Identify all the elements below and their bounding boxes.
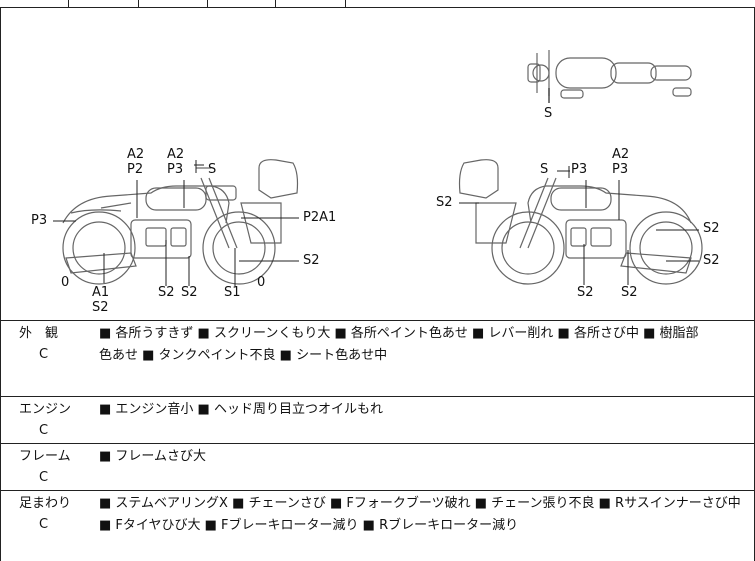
row-title: 外 観 (19, 326, 59, 341)
label-s1: S1 (224, 285, 241, 300)
label-top-s: S (544, 106, 553, 121)
row-exterior: 外 観 C ■ 各所うすきず ■ スクリーンくもり大 ■ 各所ペイント色あせ ■… (0, 321, 755, 397)
damage-diagram: S A2 P2 A2 P3 S P3 P2A1 S2 0 A1 S2 S2 S2… (0, 8, 755, 321)
row-suspension: 足まわり C ■ ステムベアリングX ■ チェーンさび ■ Fフォークブーツ破れ… (0, 491, 755, 561)
motorcycle-left-side (62, 159, 299, 285)
label-p2a1: P2A1 (303, 210, 337, 225)
label-p3: P3 (167, 162, 184, 177)
row-items: ■ エンジン音小 ■ ヘッド周り目立つオイルもれ (99, 399, 744, 421)
label-a2: A2 (127, 147, 145, 162)
label-a1: A1 (92, 285, 110, 300)
row-grade: C (39, 347, 49, 362)
label-p3: P3 (571, 162, 588, 177)
row-title: フレーム (19, 449, 71, 464)
row-grade: C (39, 517, 49, 532)
row-item-line: 色あせ ■ タンクペイント不良 ■ シート色あせ中 (99, 348, 388, 363)
label-zero: 0 (61, 275, 70, 290)
row-item-line: ■ エンジン音小 ■ ヘッド周り目立つオイルもれ (99, 402, 383, 417)
label-s2: S2 (158, 285, 175, 300)
label-s: S (540, 162, 549, 177)
row-head: 外 観 C (1, 321, 91, 396)
row-item-line: ■ ステムベアリングX ■ チェーンさび ■ Fフォークブーツ破れ ■ チェーン… (99, 496, 741, 511)
row-title: エンジン (19, 402, 72, 417)
label-s2: S2 (621, 285, 638, 300)
label-p3: P3 (31, 213, 48, 228)
motorcycle-drawing (53, 50, 703, 286)
row-items: ■ 各所うすきず ■ スクリーンくもり大 ■ 各所ペイント色あせ ■ レバー削れ… (99, 323, 744, 367)
label-p2: P2 (127, 162, 144, 177)
label-s2: S2 (303, 253, 320, 268)
label-p3: P3 (612, 162, 629, 177)
strip-cell (68, 0, 139, 8)
row-frame: フレーム C ■ フレームさび大 (0, 444, 755, 491)
label-s2: S2 (92, 300, 109, 315)
row-grade: C (39, 470, 49, 485)
label-zero: 0 (257, 275, 266, 290)
row-engine: エンジン C ■ エンジン音小 ■ ヘッド周り目立つオイルもれ (0, 397, 755, 444)
row-item-line: ■ 各所うすきず ■ スクリーンくもり大 ■ 各所ペイント色あせ ■ レバー削れ… (99, 326, 699, 341)
row-title: 足まわり (19, 496, 72, 511)
row-items: ■ ステムベアリングX ■ チェーンさび ■ Fフォークブーツ破れ ■ チェーン… (99, 493, 744, 537)
top-table-strip (0, 0, 755, 8)
row-head: 足まわり C (1, 491, 91, 561)
label-s2: S2 (577, 285, 594, 300)
row-grade: C (39, 423, 49, 438)
row-head: エンジン C (1, 397, 91, 443)
label-s2: S2 (703, 253, 720, 268)
label-s2: S2 (436, 195, 453, 210)
motorcycle-right-side (458, 159, 703, 285)
row-items: ■ フレームさび大 (99, 446, 744, 468)
strip-cell (275, 0, 346, 8)
row-item-line: ■ Fタイヤひび大 ■ Fブレーキローター減り ■ Rブレーキローター減り (99, 518, 519, 533)
strip-cell (138, 0, 208, 8)
label-s2: S2 (703, 221, 720, 236)
row-item-line: ■ フレームさび大 (99, 449, 207, 464)
strip-cell (0, 0, 69, 8)
motorcycle-top-view (527, 50, 692, 103)
label-a2: A2 (612, 147, 630, 162)
label-s: S (208, 162, 217, 177)
label-s2: S2 (181, 285, 198, 300)
strip-cell (207, 0, 276, 8)
label-a2: A2 (167, 147, 185, 162)
row-head: フレーム C (1, 444, 91, 490)
